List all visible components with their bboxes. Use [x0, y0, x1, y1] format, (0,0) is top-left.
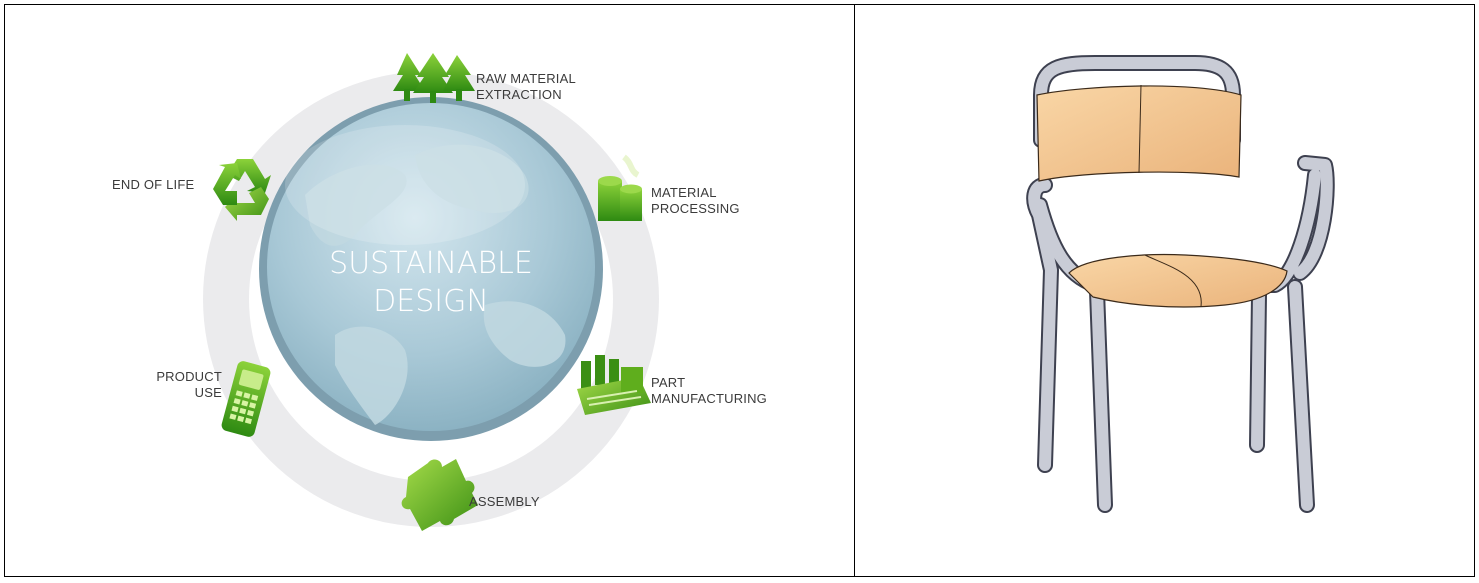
mobile-phone-icon: [221, 361, 271, 437]
stage-label-end-of-life: END OF LIFE: [112, 177, 195, 192]
cylinders-icon: [598, 154, 642, 221]
chair-illustration-cell: [854, 4, 1475, 577]
stage-label-part-manufacturing: PART MANUFACTURING: [651, 375, 767, 406]
chair-backrest: [1036, 85, 1242, 182]
stage-label-material-processing: MATERIAL PROCESSING: [651, 185, 740, 216]
recycle-icon: [213, 159, 271, 221]
stage-label-product-use: PRODUCT USE: [156, 369, 222, 400]
stage-label-assembly: ASSEMBLY: [469, 494, 540, 509]
globe-title-line2: DESIGN: [373, 284, 489, 319]
lifecycle-diagram: SUSTAINABLE DESIGN: [203, 53, 659, 531]
image-table: SUSTAINABLE DESIGN: [4, 4, 1475, 577]
sustainable-design-cell: SUSTAINABLE DESIGN: [4, 4, 854, 577]
factory-icon: [577, 355, 651, 415]
chair-illustration: [1026, 55, 1335, 513]
chair-seat: [1068, 253, 1288, 308]
globe: SUSTAINABLE DESIGN: [259, 97, 603, 441]
stage-label-raw-material-extraction: RAW MATERIAL EXTRACTION: [476, 71, 576, 102]
trees-icon: [393, 53, 475, 103]
globe-title-line1: SUSTAINABLE: [329, 246, 533, 281]
puzzle-piece-icon: [401, 459, 478, 531]
